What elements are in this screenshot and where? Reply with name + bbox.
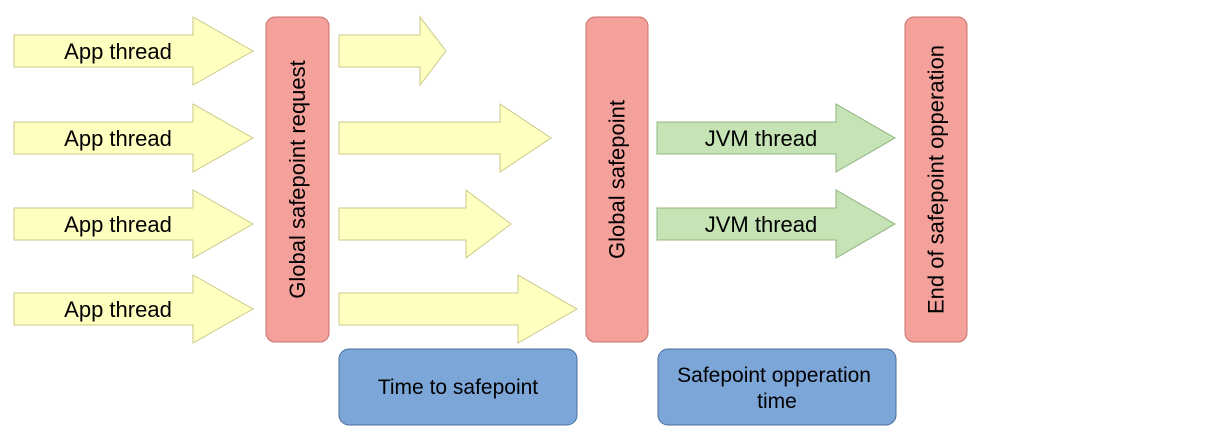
time-to-safepoint-box: Time to safepoint (338, 348, 578, 426)
safepoint-operation-time-label: Safepoint opperation time (677, 364, 877, 413)
app-thread-label: App thread (64, 297, 172, 322)
app-thread-label: App thread (64, 39, 172, 64)
safepoint-operation-time-box: Safepoint opperation time (657, 348, 897, 426)
app-thread-arrow-1: App thread (13, 16, 255, 86)
app-thread-arrow-2: App thread (13, 103, 255, 173)
end-of-safepoint-operation-label: End of safepoint opperation (924, 45, 949, 314)
jvm-thread-label: JVM thread (705, 212, 818, 237)
global-safepoint-request-label: Global safepoint request (285, 60, 310, 299)
app-thread-label: App thread (64, 212, 172, 237)
continuation-arrow-3 (338, 188, 512, 260)
app-thread-arrow-3: App thread (13, 189, 255, 259)
jvm-thread-arrow-1: JVM thread (656, 103, 897, 173)
jvm-thread-arrow-2: JVM thread (656, 189, 897, 259)
global-safepoint-label: Global safepoint (605, 100, 630, 259)
continuation-arrow-2 (338, 103, 552, 173)
jvm-thread-label: JVM thread (705, 126, 818, 151)
safepoint-operation-time-line-1: Safepoint opperation (677, 364, 871, 387)
global-safepoint-request-bar: Global safepoint request (265, 16, 330, 343)
time-to-safepoint-label: Time to safepoint (378, 376, 538, 399)
continuation-arrow-4 (338, 274, 579, 344)
continuation-arrow-1 (338, 15, 447, 87)
global-safepoint-bar: Global safepoint (585, 16, 649, 343)
app-thread-arrow-4: App thread (13, 274, 255, 344)
end-of-safepoint-operation-bar: End of safepoint opperation (904, 16, 968, 343)
safepoint-operation-time-line-2: time (757, 390, 797, 413)
app-thread-label: App thread (64, 126, 172, 151)
